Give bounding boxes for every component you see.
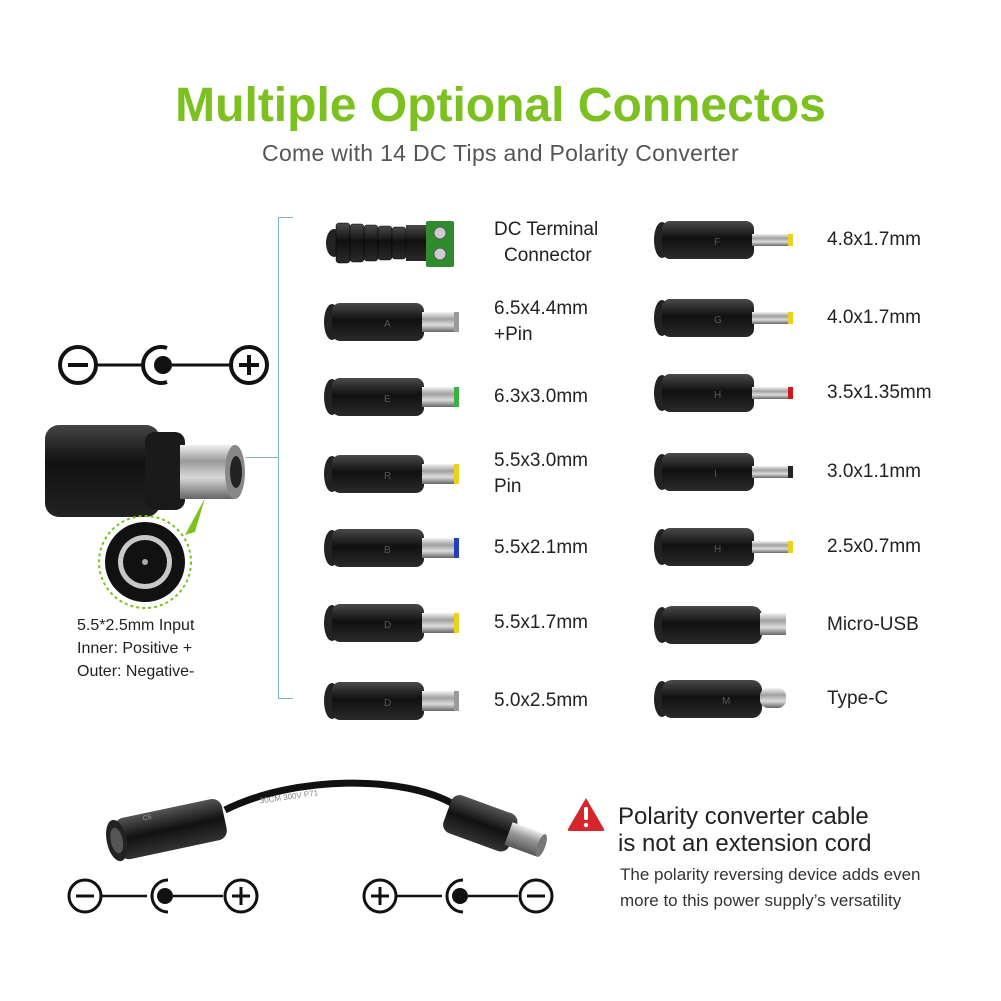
left-tip-label-4: 5.5x2.1mm <box>494 537 588 558</box>
right-tip-image-6: M <box>654 680 786 718</box>
polarity-symbol-input-icon <box>67 878 259 914</box>
right-tip-label-1: 4.0x1.7mm <box>827 307 921 328</box>
right-tip-label-3: 3.0x1.1mm <box>827 461 921 482</box>
svg-text:E: E <box>384 394 391 405</box>
right-tip-label-5: Micro-USB <box>827 614 919 635</box>
input-plug-image <box>45 425 245 609</box>
right-tip-image-4: H <box>654 528 793 566</box>
svg-text:A: A <box>384 319 391 330</box>
left-tip-image-5: D <box>324 604 459 642</box>
left-tip-image-1: A <box>324 303 459 341</box>
warning-title-line2: is not an extension cord <box>618 830 872 857</box>
svg-text:G: G <box>714 315 722 326</box>
input-outer-polarity: Outer: Negative- <box>77 663 195 680</box>
right-tip-image-3: I <box>654 453 793 491</box>
svg-text:D: D <box>384 698 391 709</box>
left-tip-label-1: 6.5x4.4mm+Pin <box>494 298 588 345</box>
svg-text:B: B <box>384 545 391 556</box>
svg-text:M: M <box>722 696 730 707</box>
warning-desc-line1: The polarity reversing device adds even <box>620 865 921 884</box>
right-tip-label-2: 3.5x1.35mm <box>827 382 932 403</box>
left-tip-label-2: 6.3x3.0mm <box>494 386 588 407</box>
right-tip-label-0: 4.8x1.7mm <box>827 229 921 250</box>
left-tip-image-2: E <box>324 378 459 416</box>
right-tip-image-0: F <box>654 221 793 259</box>
svg-text:I: I <box>714 469 717 480</box>
svg-text:R: R <box>384 471 391 482</box>
right-tip-image-1: G <box>654 299 793 337</box>
bracket-connector <box>245 457 278 458</box>
page-title: Multiple Optional Connectos <box>175 79 826 132</box>
svg-text:F: F <box>714 237 720 248</box>
input-spec: 5.5*2.5mm Input <box>77 617 195 634</box>
right-tip-label-6: Type-C <box>827 688 889 709</box>
polarity-symbol-output-icon <box>362 878 554 914</box>
left-tip-image-0 <box>326 221 454 267</box>
left-tip-label-5: 5.5x1.7mm <box>494 612 588 633</box>
polarity-converter-cable-image: C5 30CM 300V P71 <box>106 779 547 862</box>
left-tip-image-4: B <box>324 529 459 567</box>
warning-title-line1: Polarity converter cable <box>618 803 869 830</box>
svg-text:C5: C5 <box>142 814 152 823</box>
page-subtitle: Come with 14 DC Tips and Polarity Conver… <box>262 140 739 166</box>
left-tip-label-6: 5.0x2.5mm <box>494 690 588 711</box>
svg-text:D: D <box>384 620 391 631</box>
right-tip-image-2: H <box>654 374 793 412</box>
warning-triangle-icon <box>567 798 605 831</box>
warning-desc-line2: more to this power supply’s versatility <box>620 891 902 910</box>
left-tip-image-3: R <box>324 455 459 493</box>
left-tip-image-6: D <box>324 682 459 720</box>
polarity-symbol-icon <box>58 345 269 385</box>
input-inner-polarity: Inner: Positive + <box>77 640 193 657</box>
svg-text:H: H <box>714 544 721 555</box>
right-tip-label-4: 2.5x0.7mm <box>827 536 921 557</box>
tips-bracket <box>278 217 293 699</box>
right-tip-image-5 <box>654 606 786 644</box>
svg-text:H: H <box>714 390 721 401</box>
